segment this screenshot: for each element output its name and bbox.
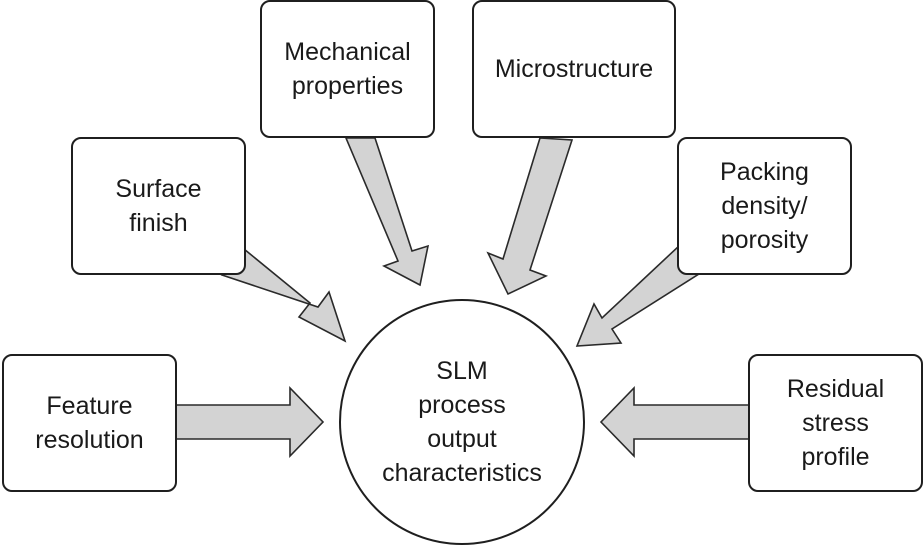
arrow-packing-density <box>575 243 704 347</box>
arrow-microstructure <box>486 137 574 296</box>
arrow-residual-stress <box>599 386 750 458</box>
label-packing-density: Packing density/ porosity <box>720 158 809 254</box>
label-mechanical-properties: Mechanical properties <box>284 38 411 100</box>
arrow-feature-resolution <box>175 386 325 458</box>
box-mechanical-properties <box>260 0 435 138</box>
box-microstructure <box>472 0 676 138</box>
box-packing-density <box>677 137 852 275</box>
box-surface-finish <box>71 137 246 275</box>
arrow-mechanical-properties <box>344 137 430 287</box>
arrows <box>175 137 750 458</box>
label-microstructure: Microstructure <box>494 55 654 83</box>
label-surface-finish: Surface finish <box>115 175 202 237</box>
center-circle <box>339 299 585 545</box>
center-label: SLM process output characteristics <box>382 357 542 487</box>
arrow-surface-finish <box>220 247 347 343</box>
box-feature-resolution <box>2 354 177 492</box>
label-feature-resolution: Feature resolution <box>35 392 144 454</box>
label-residual-stress: Residual stress profile <box>786 375 885 471</box>
box-residual-stress <box>748 354 923 492</box>
